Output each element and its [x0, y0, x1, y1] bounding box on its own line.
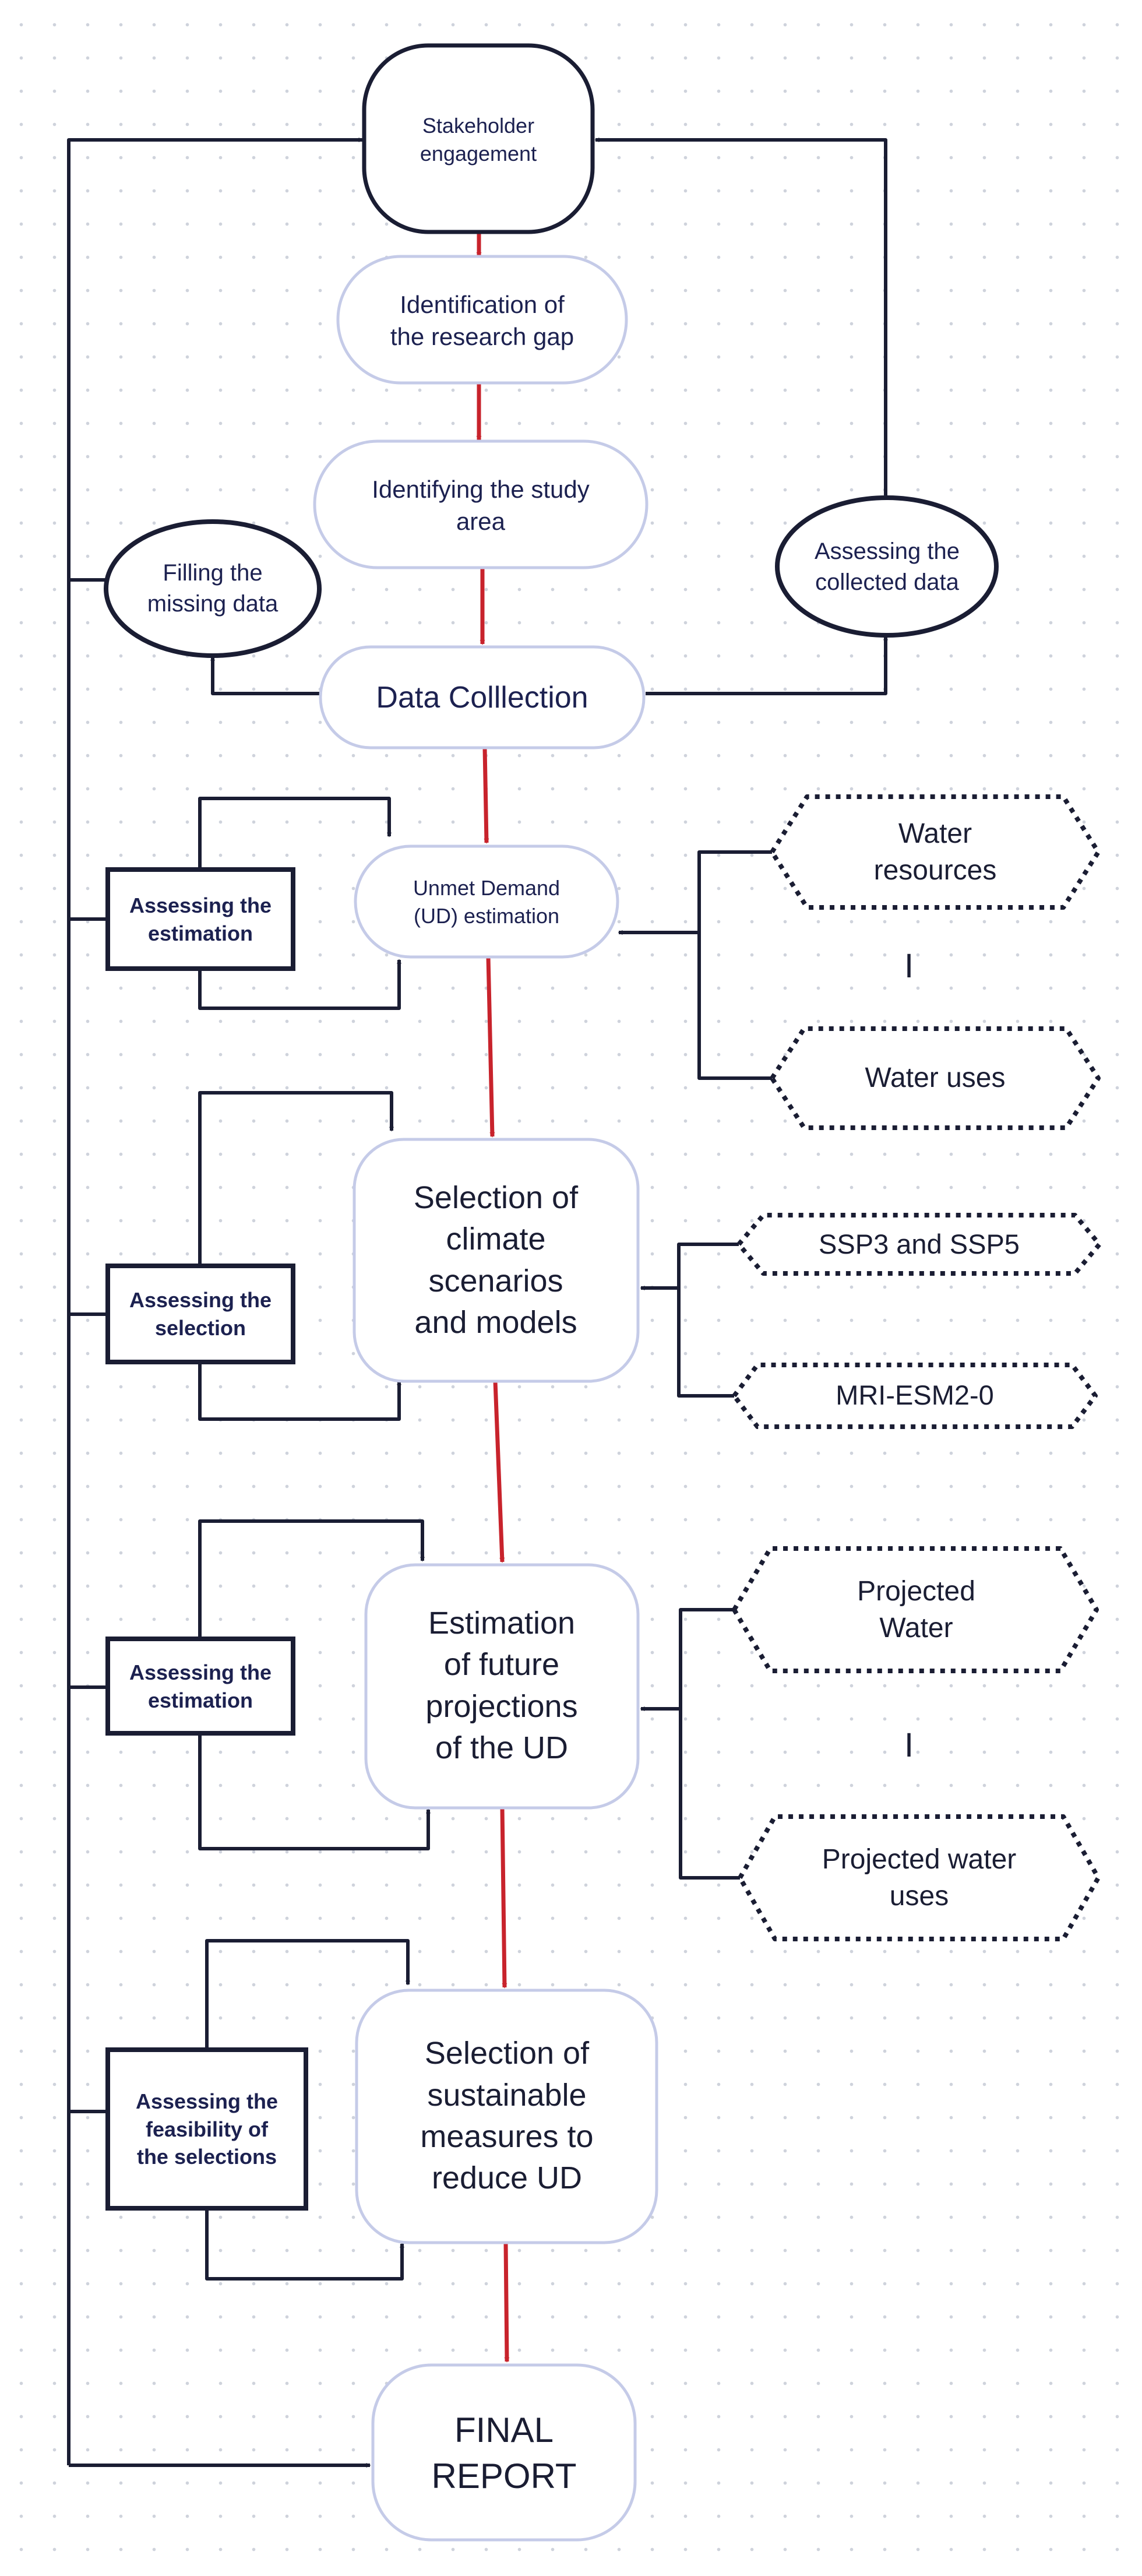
input-bracket-2: [677, 1243, 739, 1398]
check-1-loop-top: [198, 797, 392, 868]
data-collection-node: [319, 645, 646, 749]
water-uses-label: Water uses: [865, 1062, 1006, 1094]
collection-to-assessing: [646, 635, 888, 695]
check-4-loop-bottom: [205, 2209, 404, 2281]
assessing-collected-node: [775, 495, 999, 638]
check-label-2: Assessing the selection: [129, 1288, 272, 1340]
connector-lines: [67, 138, 888, 2468]
mri-label: MRI-ESM2-0: [836, 1380, 994, 1411]
check-box-3: [105, 1637, 295, 1736]
check-box-1: [105, 867, 295, 971]
input-bracket-1: [697, 850, 772, 1080]
main-flow-arrows: [476, 232, 510, 2363]
study-area-node: [313, 439, 648, 569]
research-gap-node: [336, 255, 628, 385]
filling-missing-node: [104, 519, 322, 658]
check-3-loop-top: [198, 1519, 425, 1638]
water-resources-label: Water resources: [873, 818, 997, 886]
check-label-1: Assessing the estimation: [129, 893, 272, 945]
check-box-2: [105, 1264, 295, 1364]
stakeholder-node: [362, 43, 595, 234]
check-2-loop-top: [198, 1091, 394, 1265]
side-checks: [104, 495, 999, 2211]
left-spine-to-stakeholder: [67, 138, 364, 2465]
final-report-label: FINAL REPORT: [431, 2410, 577, 2496]
climate-selection-label: Selection of climate scenarios and model…: [413, 1180, 579, 1340]
filling-missing-label: Filling the missing data: [147, 560, 279, 617]
final-report-node: [371, 2363, 637, 2542]
check-label-3: Assessing the estimation: [129, 1660, 272, 1712]
climate-selection-node: [353, 1138, 640, 1383]
ssp-node: [736, 1213, 1102, 1276]
separator-2: I: [904, 1726, 914, 1764]
projected-uses-node: [738, 1814, 1101, 1941]
study-area-label: Identifying the study area: [372, 475, 590, 535]
check-label-4: Assessing the feasibility of the selecti…: [135, 2089, 279, 2169]
input-shapes: [732, 794, 1102, 1941]
research-gap-label: Identification of the research gap: [390, 290, 574, 350]
collection-to-filling: [210, 656, 319, 695]
arrow-collection-to-ud: [482, 747, 489, 844]
check-2-loop-bottom: [198, 1363, 401, 1421]
check-4-loop-top: [205, 1939, 410, 2049]
separator-1: I: [904, 946, 914, 985]
water-uses-node: [770, 1026, 1101, 1130]
arrow-future-to-measures: [500, 1807, 507, 1989]
water-resources-node: [770, 794, 1101, 910]
future-projections-label: Estimation of future projections of the …: [425, 1605, 578, 1765]
projected-uses-label: Projected water uses: [822, 1843, 1017, 1912]
ud-estimation-node: [354, 844, 619, 959]
arrow-ud-to-climate: [486, 956, 495, 1138]
arrow-climate-to-future: [493, 1381, 505, 1563]
assessing-collected-loop: [594, 138, 887, 495]
sustainable-measures-node: [355, 1989, 658, 2244]
assessing-collected-label: Assessing the collected data: [814, 538, 960, 595]
input-bracket-3: [679, 1608, 740, 1880]
stakeholder-label: Stakeholder engagement: [420, 114, 537, 166]
ssp-label: SSP3 and SSP5: [819, 1228, 1020, 1259]
projected-water-label: Projected Water: [857, 1575, 975, 1644]
check-3-loop-bottom: [198, 1734, 431, 1850]
future-projections-node: [364, 1563, 640, 1810]
main-steps: [313, 43, 658, 2542]
sustainable-measures-label: Selection of sustainable measures to red…: [420, 2036, 594, 2196]
check-1-loop-bottom: [198, 959, 401, 1010]
mri-node: [732, 1363, 1098, 1429]
data-collection-label: Data Colllection: [376, 680, 588, 715]
ud-estimation-label: Unmet Demand (UD) estimation: [413, 875, 561, 928]
projected-water-node: [732, 1546, 1099, 1673]
check-box-4: [105, 2047, 308, 2211]
arrow-measures-to-report: [503, 2242, 510, 2363]
